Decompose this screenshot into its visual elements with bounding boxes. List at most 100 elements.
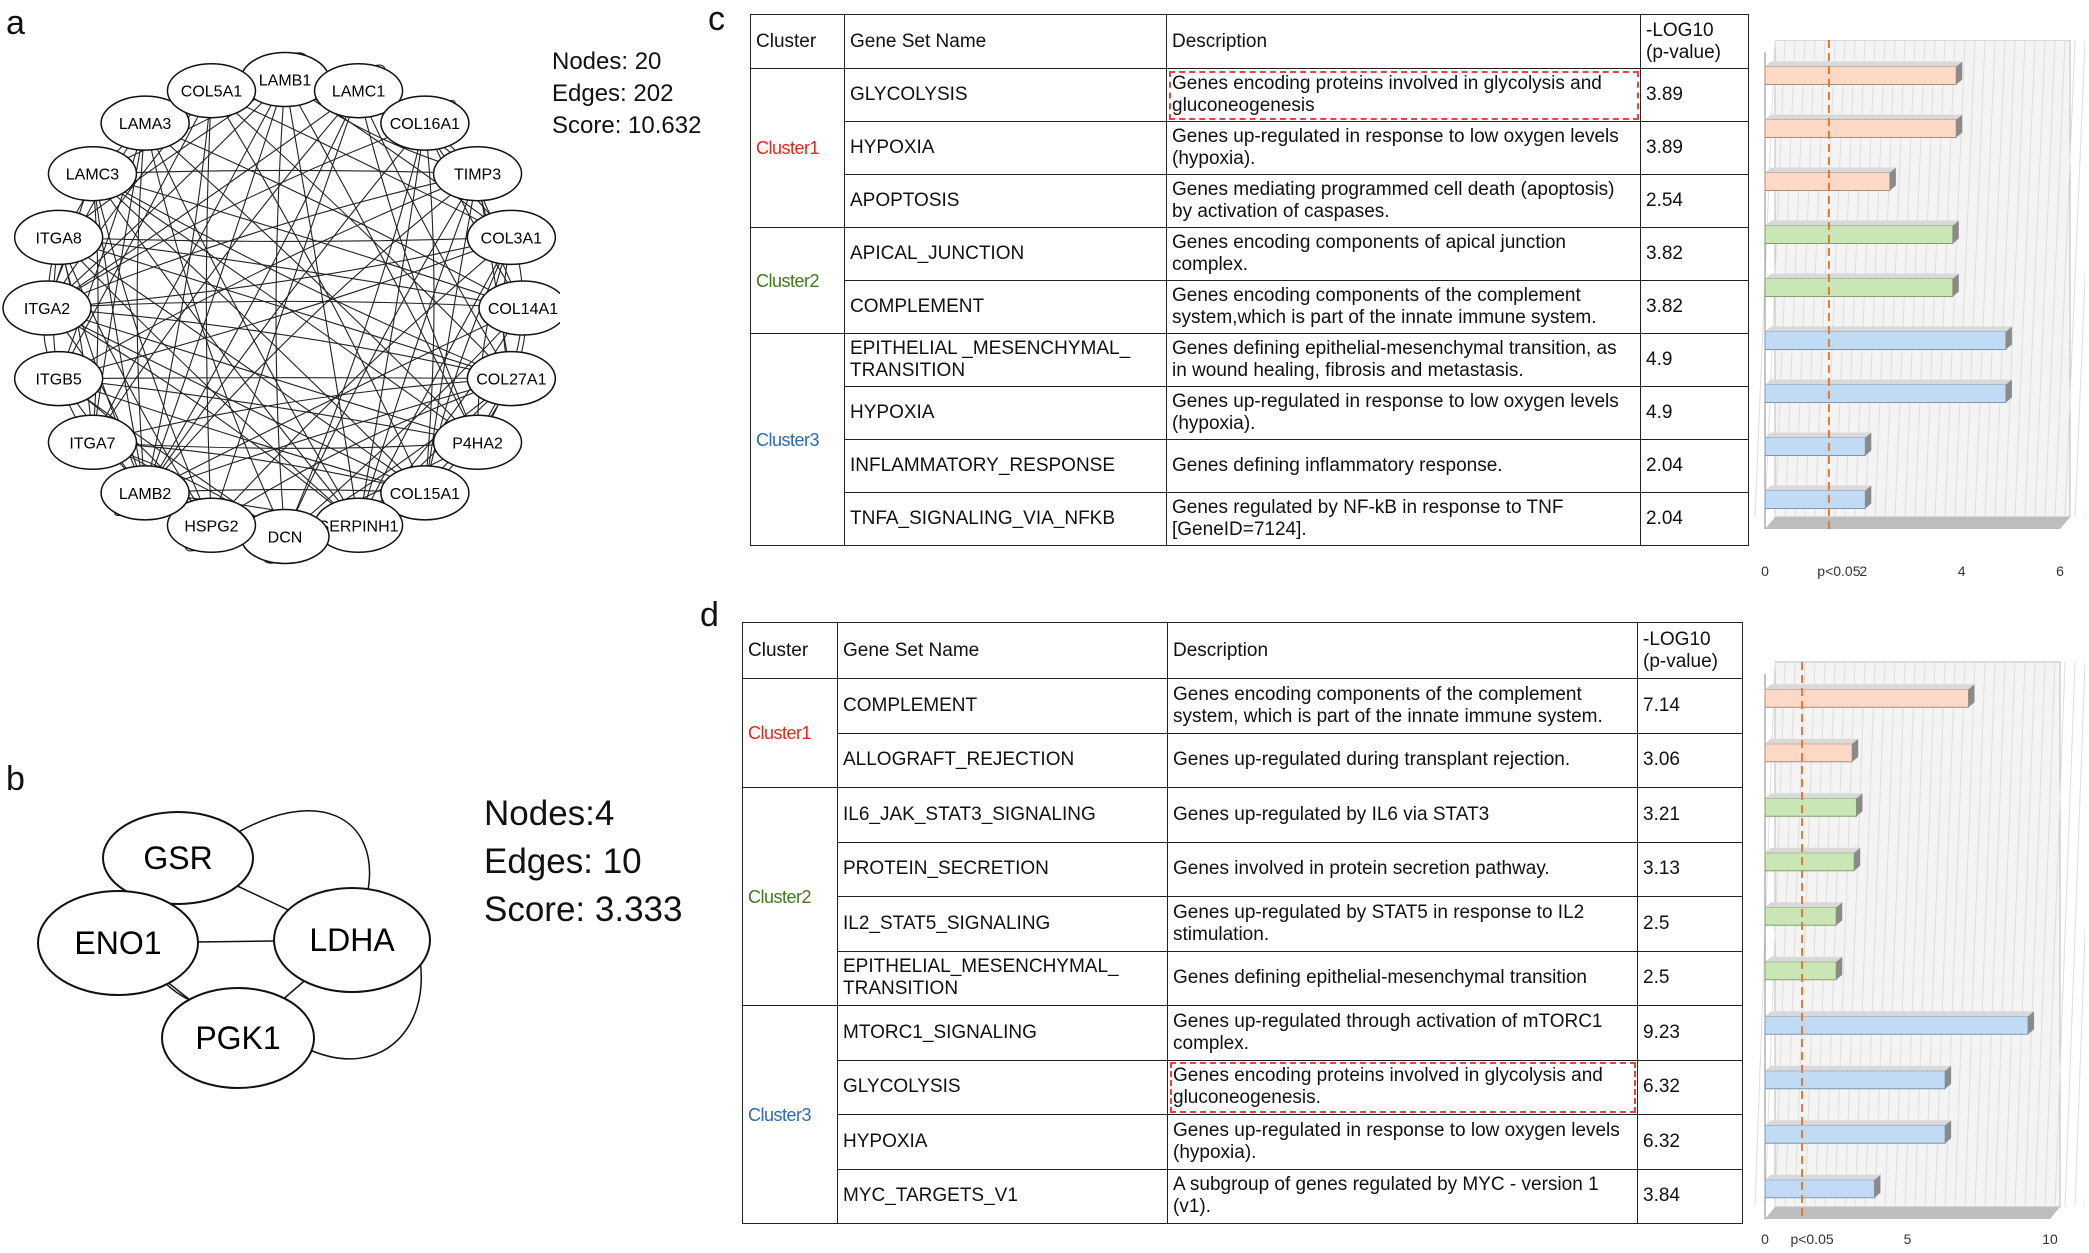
network-a-edge xyxy=(91,123,146,443)
network-a-edge xyxy=(92,173,426,494)
network-a-edge xyxy=(358,173,479,526)
network-a-edge xyxy=(46,307,359,526)
network-a-node-label: COL27A1 xyxy=(476,372,546,389)
network-a-node: COL5A1 xyxy=(166,62,257,119)
chart-floor xyxy=(1765,1207,2060,1219)
network-a-node-label: LAMB1 xyxy=(259,73,312,90)
network-a-score: Score: 10.632 xyxy=(552,112,702,139)
description: Genes regulated by NF-kB in response to … xyxy=(1166,492,1641,546)
description: Genes encoding components of the complem… xyxy=(1166,280,1641,334)
network-a-stats: Nodes: 20 Edges: 202 Score: 10.632 xyxy=(552,46,701,142)
chart-bar xyxy=(1764,956,1843,981)
gene-set-name: HYPOXIA xyxy=(844,121,1167,175)
network-a-node: P4HA2 xyxy=(432,414,523,471)
gene-set-name: MYC_TARGETS_V1 xyxy=(837,1168,1168,1224)
network-a-edge xyxy=(92,173,524,309)
header-log10-line2: (p-value) xyxy=(1646,41,1721,63)
gene-set-name: COMPLEMENT xyxy=(844,280,1167,334)
network-a-node-label: TIMP3 xyxy=(454,167,501,184)
network-b-node: PGK1 xyxy=(161,987,315,1089)
chart-bar xyxy=(1764,167,1896,191)
network-a-edges: Edges: 202 xyxy=(552,80,674,107)
log10-value: 3.84 xyxy=(1637,1168,1743,1224)
description: Genes up-regulated by IL6 via STAT3 xyxy=(1167,787,1638,843)
network-a-edge xyxy=(210,90,426,494)
log10-value: 9.23 xyxy=(1637,1005,1743,1061)
network-a-node: SERPINH1 xyxy=(313,497,404,554)
network-a-node-label: ITGA2 xyxy=(24,301,70,318)
log10-value: 4.9 xyxy=(1640,333,1749,387)
description: Genes encoding proteins involved in glyc… xyxy=(1167,1059,1638,1115)
network-a-edge xyxy=(58,236,512,380)
network-a-edge xyxy=(144,90,213,493)
network-b-node-label: ENO1 xyxy=(74,925,161,961)
network-a-node-label: COL14A1 xyxy=(488,301,558,318)
cluster-label: Cluster1 xyxy=(750,68,845,228)
network-a-node: LAMB2 xyxy=(100,465,190,521)
network-a-node-label: COL15A1 xyxy=(390,486,460,503)
network-a-edge xyxy=(144,122,426,494)
chart-tick-label: 6 xyxy=(2056,563,2064,579)
gene-set-name: INFLAMMATORY_RESPONSE xyxy=(844,439,1167,493)
network-a-edge xyxy=(358,90,479,443)
gene-set-name: MTORC1_SIGNALING xyxy=(837,1005,1168,1061)
network-a-node: ITGA2 xyxy=(2,280,92,336)
network-a-edge xyxy=(58,377,512,380)
gene-set-name: GLYCOLYSIS xyxy=(837,1059,1168,1115)
header-gene-set-name: Gene Set Name xyxy=(837,622,1168,679)
header-cluster: Cluster xyxy=(750,14,845,69)
description: Genes involved in protein secretion path… xyxy=(1167,841,1638,897)
network-a-node: ITGA7 xyxy=(47,414,138,471)
description: Genes up-regulated in response to low ox… xyxy=(1166,386,1641,440)
network-a-edge xyxy=(358,123,426,526)
network-a-node: DCN xyxy=(240,508,330,565)
panel-letter-a: a xyxy=(6,4,25,42)
network-a-node-label: LAMB2 xyxy=(119,486,172,503)
chart-bar xyxy=(1764,485,1872,509)
network-a-edge xyxy=(211,378,512,526)
network-a-edge xyxy=(477,173,512,379)
cluster-label: Cluster3 xyxy=(742,1005,838,1224)
network-a-edge xyxy=(91,173,99,443)
network-a-edge xyxy=(144,123,286,537)
network-a-edge xyxy=(211,236,512,526)
chart-bar xyxy=(1764,273,1959,297)
header-log10: -LOG10(p-value) xyxy=(1637,622,1743,679)
network-a-node: COL14A1 xyxy=(478,280,560,336)
gene-set-name: TNFA_SIGNALING_VIA_NFKB xyxy=(844,492,1167,546)
network-a-edge xyxy=(144,378,512,494)
network-a-edge xyxy=(91,173,146,493)
network-b-node-label: LDHA xyxy=(309,922,395,958)
description: Genes up-regulated during transplant rej… xyxy=(1167,732,1638,788)
header-log10-line2: (p-value) xyxy=(1643,650,1718,672)
cluster-label: Cluster2 xyxy=(750,227,845,334)
network-a-edge xyxy=(58,378,478,443)
network-b-edge xyxy=(224,810,371,891)
header-description: Description xyxy=(1167,622,1638,679)
log10-value: 2.5 xyxy=(1637,950,1743,1006)
network-a-edge xyxy=(58,236,512,243)
network-a-edge xyxy=(46,236,512,309)
log10-value: 6.32 xyxy=(1637,1114,1743,1170)
header-gene-set-name: Gene Set Name xyxy=(844,14,1167,69)
header-cluster: Cluster xyxy=(742,622,838,679)
network-b-edge xyxy=(309,959,422,1060)
network-b-node: LDHA xyxy=(273,887,431,993)
network-a-edge xyxy=(92,378,512,443)
description: Genes up-regulated through activation of… xyxy=(1167,1005,1638,1061)
network-a-node: TIMP3 xyxy=(432,145,523,202)
network-a-edge xyxy=(91,173,212,526)
log10-value: 3.89 xyxy=(1640,121,1749,175)
